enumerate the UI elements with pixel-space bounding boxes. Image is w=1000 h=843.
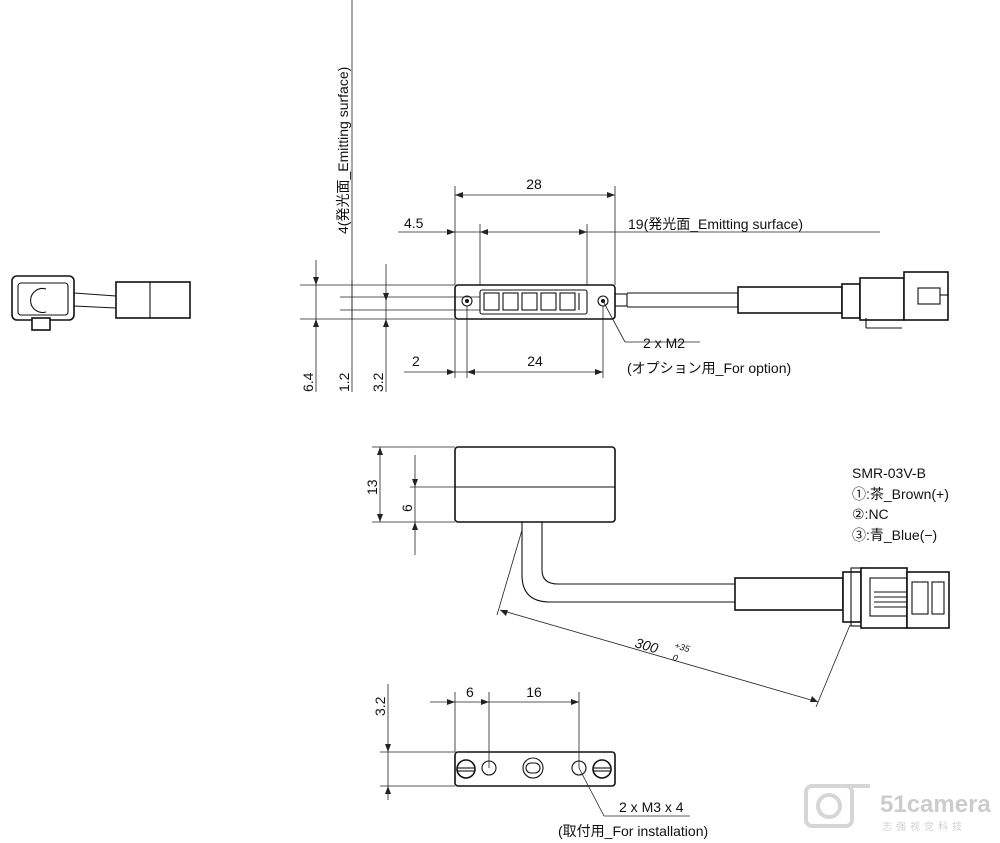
sensor-top-view (454, 271, 949, 329)
connector-pin1: ①:茶_Brown(+) (852, 486, 949, 502)
dim-6-label: 6 (399, 504, 415, 512)
end-view (11, 275, 191, 331)
watermark-sub: 志强视觉科技 (882, 820, 966, 833)
mounting-bracket (454, 751, 616, 787)
dim-28-label: 28 (526, 176, 542, 192)
dim-64-label: 6.4 (300, 372, 316, 392)
dim-45-label: 4.5 (404, 215, 424, 231)
connector-model: SMR-03V-B (852, 465, 926, 481)
connector-pin3: ③:青_Blue(−) (852, 527, 937, 543)
m3-note-label: (取付用_For installation) (558, 823, 708, 839)
watermark-logo: 51camera 志强视觉科技 (804, 784, 991, 833)
dim-emit-top: 4(発光面_Emitting surface) (335, 0, 353, 320)
dim-emit-top-label: 4(発光面_Emitting surface) (335, 67, 351, 234)
m2-count-label: 2 x M2 (643, 335, 685, 351)
dims-top-horizontal: 28 4.5 19(発光面_Emitting surface) (398, 176, 880, 290)
cable-len-label: 300 (633, 635, 660, 657)
dim-w16-label: 16 (526, 684, 542, 700)
dims-top-bottom: 2 24 2 x M2 (オプション用_For option) (404, 300, 791, 378)
dim-2-label: 2 (412, 353, 420, 369)
tol-minus-label: 0 (671, 652, 679, 663)
m3-count-label: 2 x M3 x 4 (619, 799, 684, 815)
dim-12-label: 1.2 (336, 372, 352, 392)
dim-w6-label: 6 (466, 684, 474, 700)
dim-32a-label: 3.2 (370, 372, 386, 392)
dim-24-label: 24 (527, 353, 543, 369)
dims-top-vertical: 6.4 1.2 3.2 (300, 260, 480, 392)
tol-plus-label: +35 (673, 640, 691, 654)
connector-pin2: ②:NC (852, 506, 889, 522)
dim-32b-label: 3.2 (372, 696, 388, 716)
dim-19-label: 19(発光面_Emitting surface) (628, 216, 803, 232)
dims-bracket: 3.2 6 16 2 x M3 x 4 (取付用_For installatio… (372, 684, 708, 839)
sensor-side-view (454, 446, 950, 629)
watermark-brand: 51camera (880, 791, 991, 818)
dims-side: 13 6 300 +35 0 (364, 446, 851, 708)
m2-note-label: (オプション用_For option) (627, 360, 791, 376)
dim-13-label: 13 (364, 479, 380, 495)
connector-legend: SMR-03V-B ①:茶_Brown(+) ②:NC ③:青_Blue(−) (852, 465, 949, 543)
